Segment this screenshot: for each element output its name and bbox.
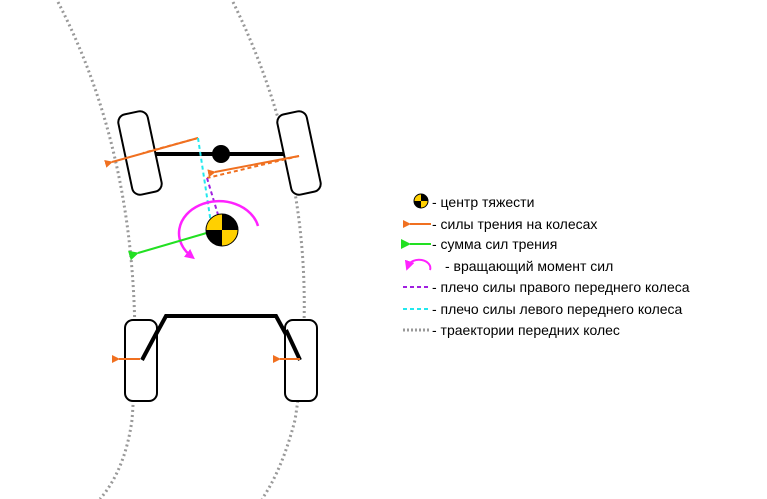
sum-friction-arrow — [127, 231, 211, 261]
front-right-wheel — [276, 110, 322, 196]
rear-right-wheel — [284, 319, 318, 402]
rear-left-wheel — [124, 319, 158, 402]
legend-label-cog: - центр тяжести — [432, 194, 534, 210]
legend-label-moment: - вращающий момент сил — [445, 258, 613, 274]
left-front-force-arm — [197, 137, 213, 231]
front-right-force-line-extension — [206, 155, 300, 179]
left-wheel-trajectory — [56, 1, 137, 499]
front-axle-pivot — [212, 145, 230, 163]
legend: - центр тяжести - силы трения на колесах… — [401, 193, 690, 338]
legend-label-trajectory: - траектории передних колес — [432, 322, 620, 338]
rear-axle — [140, 314, 302, 361]
legend-label-arm-left: - плечо силы левого переднего колеса — [432, 301, 683, 317]
center-of-gravity-icon — [205, 213, 239, 247]
legend-cog-icon — [413, 193, 429, 209]
front-left-wheel — [117, 110, 163, 196]
front-left-force-line-extension — [142, 137, 199, 154]
legend-rotation-arrow-icon — [404, 258, 432, 271]
legend-label-sum: - сумма сил трения — [432, 236, 557, 252]
legend-label-arm-right: - плечо силы правого переднего колеса — [432, 279, 690, 295]
legend-label-friction: - силы трения на колесах — [432, 216, 597, 232]
right-wheel-trajectory — [231, 1, 306, 499]
